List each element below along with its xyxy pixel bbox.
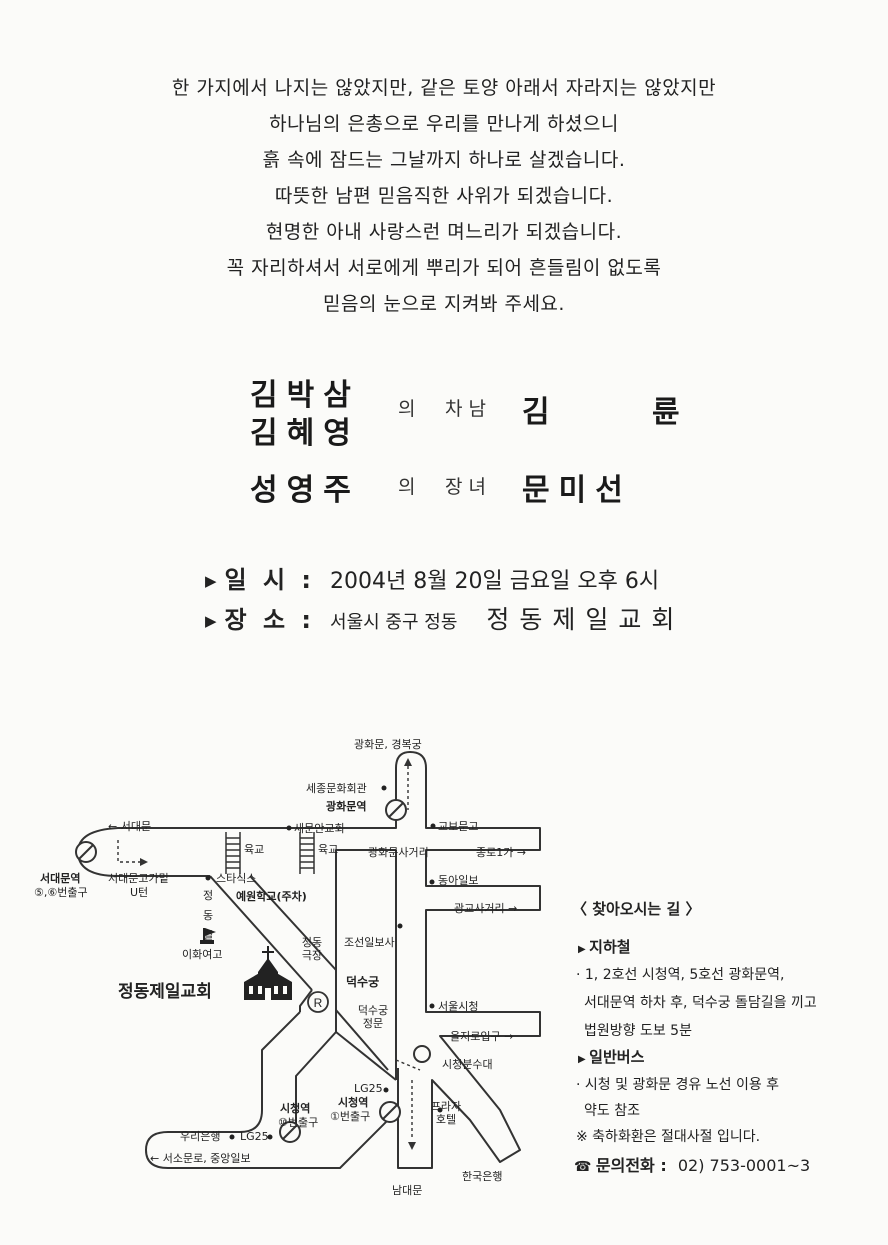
bride-name: 문미선 (522, 473, 632, 508)
map-roads-svg: R (75, 751, 541, 1169)
event-address: 서울시 중구 정동 (330, 612, 458, 633)
poem-line-4: 따뜻한 남편 믿음직한 사위가 되겠습니다. (274, 185, 614, 207)
event-date-row: ▶ 일 시 : 2004년 8월 20일 금요일 오후 6시 (205, 560, 659, 595)
label-seodaemun-station: 서대문역 (40, 872, 81, 885)
label-deoksugung: 덕수궁 (346, 975, 380, 989)
poem-line-7: 믿음의 눈으로 지켜봐 주세요. (323, 293, 565, 315)
triangle-bullet-icon: ▶ (205, 572, 217, 590)
place-label: 장 소 : (224, 606, 316, 634)
bride-particle: 의 (398, 476, 422, 498)
rotary-icon: R (314, 996, 323, 1010)
label-to-gwanggyo: 광교사거리 → (454, 902, 518, 915)
poem-line-5: 현명한 아내 사랑스런 며느리가 되겠습니다. (265, 221, 623, 243)
subway-line-3: 법원방향 도보 5분 (584, 1023, 692, 1039)
bus-line-1: · 시청 및 광화문 경유 노선 이용 후 (576, 1077, 780, 1093)
label-lg25-bottom: LG25 (240, 1130, 269, 1143)
location-map: R (0, 680, 888, 1245)
label-jeongdonggil: 정동길 (203, 889, 214, 942)
label-gwanghwamun-gyeongbokgung: 광화문, 경복궁 (354, 738, 422, 751)
event-venue: 정동제일교회 (486, 605, 685, 634)
label-yewon-school: 예원학교(주차) (236, 890, 307, 903)
label-bank-of-korea: 한국은행 (462, 1170, 503, 1183)
phone-number: 02) 753-0001~3 (677, 1156, 811, 1175)
triangle-bullet-icon: ▶ (578, 944, 590, 955)
groom-particle: 의 (398, 398, 422, 420)
subway-line-1: · 1, 2호선 시청역, 5호선 광화문역, (576, 967, 785, 983)
bus-heading-text: 일반버스 (589, 1048, 645, 1066)
poem-line-2: 하나님의 은총으로 우리를 만나게 하셨으니 (269, 113, 619, 135)
bus-heading: ▶ 일반버스 (578, 1046, 644, 1067)
label-kyobo: 교보문고 (438, 820, 479, 833)
label-saemunan-church: 새문안교회 (294, 822, 345, 835)
label-woori-bank: 우리은행 (180, 1130, 221, 1143)
label-church: 정동제일교회 (118, 982, 212, 1002)
poem-line-6: 꼭 자리하셔서 서로에게 뿌리가 되어 흔들림이 없도록 (226, 257, 662, 279)
label-lg25-top: LG25 (354, 1082, 383, 1095)
bus-line-2: 약도 참조 (584, 1103, 640, 1119)
subway-line-2: 서대문역 하차 후, 덕수궁 돌담길을 끼고 (584, 995, 817, 1011)
label-to-euljiro: 을지로입구 → (450, 1030, 514, 1043)
label-deoksugung-gate: 덕수궁정문 (357, 1004, 389, 1030)
label-seodaemun-overpass: 서대문고가밑 (108, 872, 169, 885)
label-donga: 동아일보 (438, 874, 479, 887)
label-yukgyo-1: 육교 (244, 843, 265, 856)
label-seoul-cityhall: 서울시청 (438, 1000, 479, 1013)
label-cityhall-station-right: 시청역 (338, 1096, 369, 1109)
groom-relation: 차남 (445, 398, 492, 420)
school-flag-icon (200, 928, 216, 944)
flower-note: ※ 축하화환은 절대사절 입니다. (576, 1129, 761, 1145)
label-jeongdong-theater: 정동극장 (301, 936, 323, 962)
label-seodaemun-exit: ⑤,⑥번출구 (34, 886, 88, 899)
label-cityhall-station-left: 시청역 (280, 1102, 311, 1115)
groom-father-name: 김박삼 (250, 378, 360, 413)
label-starsix: 스타식스 (216, 872, 257, 885)
label-uturn: U턴 (130, 886, 149, 899)
label-gwanghwamun-intersection: 광화문사거리 (368, 846, 429, 859)
subway-heading-text: 지하철 (589, 938, 631, 956)
poem-line-3: 흙 속에 잠드는 그날까지 하나로 살겠습니다. (262, 149, 626, 171)
label-to-seosomun: ← 서소문로, 중앙일보 (150, 1152, 251, 1165)
label-yukgyo-2: 육교 (318, 843, 339, 856)
poem-line-1: 한 가지에서 나지는 않았지만, 같은 토양 아래서 자라지는 않았지만 (171, 77, 717, 99)
label-chosun: 조선일보사 (344, 936, 395, 949)
contact-row: ☎ 문의전화 : 02) 753-0001~3 (574, 1152, 810, 1176)
groom-mother-name: 김혜영 (250, 416, 360, 451)
directions-title: 〈 찾아오시는 길 〉 (572, 900, 701, 918)
phone-label: 문의전화 : (595, 1156, 667, 1175)
triangle-bullet-icon: ▶ (578, 1054, 590, 1065)
label-cityhall-exit-1: ①번출구 (330, 1110, 371, 1123)
label-sejong-center: 세종문화회관 (306, 782, 367, 795)
label-namdaemun: 남대문 (392, 1184, 423, 1197)
label-to-jongno: 종로1가 → (476, 846, 527, 859)
event-place-row: ▶ 장 소 : 서울시 중구 정동 정동제일교회 (205, 600, 684, 636)
date-label: 일 시 : (224, 566, 316, 594)
label-gwanghwamun-station: 광화문역 (326, 800, 367, 813)
event-date: 2004년 8월 20일 금요일 오후 6시 (330, 569, 660, 594)
phone-icon: ☎ (574, 1159, 596, 1175)
label-cityhall-exit-10: ⑩번출구 (278, 1116, 319, 1129)
groom-name: 김 륜 (522, 395, 726, 430)
label-ewha: 이화여고 (182, 948, 223, 961)
label-to-seodaemun: ← 서대문 (108, 820, 152, 833)
label-city-fountain: 시청분수대 (442, 1058, 493, 1071)
triangle-bullet-icon: ▶ (205, 612, 217, 630)
invitation-poem: 한 가지에서 나지는 않았지만, 같은 토양 아래서 자라지는 않았지만 하나님… (0, 70, 888, 322)
subway-heading: ▶ 지하철 (578, 936, 631, 957)
bride-parent-name: 성영주 (250, 473, 360, 508)
bride-relation: 장녀 (445, 476, 492, 498)
label-plaza-hotel: 프라자호텔 (430, 1100, 462, 1126)
